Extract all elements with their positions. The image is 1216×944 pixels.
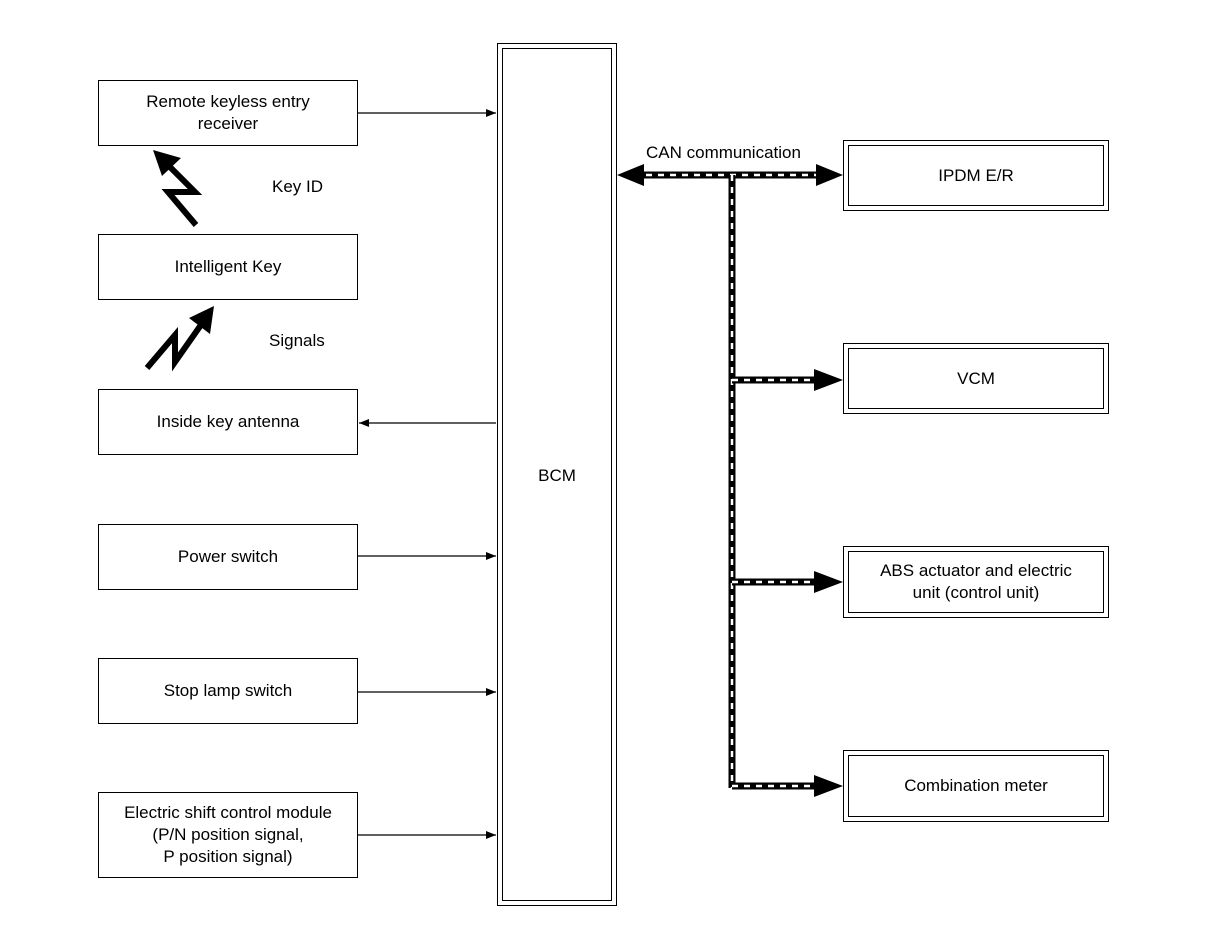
key-id-label: Key ID: [272, 177, 324, 196]
power-switch-box: Power switch: [98, 524, 358, 590]
key-id-wireless-arrow: [153, 150, 203, 227]
ipdm-er-box: IPDM E/R: [843, 140, 1109, 211]
intelligent-key-box: Intelligent Key: [98, 234, 358, 300]
can-arrowhead-abs: [814, 571, 843, 593]
ipdm-er-label: IPDM E/R: [848, 145, 1104, 206]
vcm-label: VCM: [848, 348, 1104, 409]
can-arrowhead-bcm: [617, 164, 644, 186]
abs-actuator-label: ABS actuator and electric unit (control …: [848, 551, 1104, 613]
bcm-label: BCM: [538, 466, 576, 485]
remote-keyless-entry-receiver-box: Remote keyless entry receiver: [98, 80, 358, 146]
can-bus: [617, 164, 843, 797]
electric-shift-control-module-box: Electric shift control module (P/N posit…: [98, 792, 358, 878]
can-arrowhead-vcm: [814, 369, 843, 391]
can-communication-label: CAN communication: [646, 143, 801, 162]
abs-actuator-box: ABS actuator and electric unit (control …: [843, 546, 1109, 618]
vcm-box: VCM: [843, 343, 1109, 414]
stop-lamp-switch-box: Stop lamp switch: [98, 658, 358, 724]
combination-meter-label: Combination meter: [848, 755, 1104, 817]
signals-wireless-arrow: [144, 306, 214, 372]
signals-label: Signals: [269, 331, 325, 350]
bcm-block: BCM: [497, 43, 617, 906]
can-arrowhead-ipdm: [816, 164, 843, 186]
combination-meter-box: Combination meter: [843, 750, 1109, 822]
can-arrowhead-meter: [814, 775, 843, 797]
inside-key-antenna-box: Inside key antenna: [98, 389, 358, 455]
